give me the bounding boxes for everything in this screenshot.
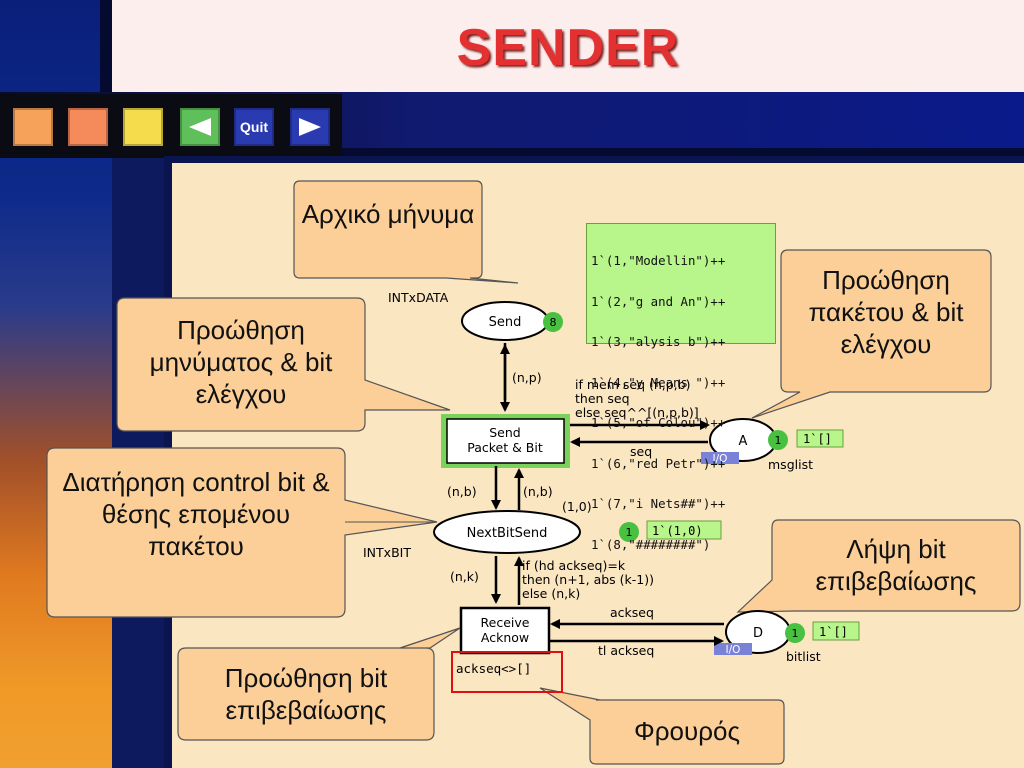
arc-label-n-p: (n,p)	[512, 370, 542, 385]
callout-guard	[539, 687, 785, 765]
place-send-type: INTxDATA	[388, 290, 449, 305]
nav-underline	[342, 148, 1024, 156]
quit-button[interactable]: Quit	[234, 108, 274, 146]
place-d-marking: 1`[]	[819, 625, 848, 639]
pointer-forward-ack-bit	[399, 627, 461, 649]
callout-keep-control-bit-text: Διατήρηση control bit & θέσης επομένου π…	[62, 467, 330, 561]
marking-line: 1`(8,"########")	[591, 536, 711, 552]
marking-line: 1`(3,"alysis b")++	[591, 334, 726, 349]
callout-forward-packet-text: Προώθηση πακέτου & bit ελέγχου	[808, 265, 964, 359]
arc-label-seq: seq	[630, 444, 652, 459]
marking-line: 1`(1,"Modellin")++	[591, 253, 726, 268]
place-nextbitsend-marking-box	[646, 520, 722, 540]
transition-send-packet-line2: Packet & Bit	[467, 440, 543, 455]
marking-line: 1`(2,"g and An")++	[591, 293, 726, 309]
callout-forward-ack-bit-text: Προώθηση bit επιβεβαίωσης	[224, 663, 388, 725]
arc-label-rn-1: if (hd ackseq)=k	[522, 558, 626, 573]
place-send-token-count: 8	[550, 316, 557, 329]
transition-receive-ack[interactable]	[459, 606, 551, 655]
nav-toolbar	[0, 94, 342, 158]
place-send-token	[543, 312, 563, 332]
quit-label: Quit	[240, 119, 268, 135]
marking-line: 1`(4,"y Means ")++	[591, 374, 726, 390]
arc-label-ta-1: if mem seq (n,p,b)	[575, 377, 690, 392]
place-a-marking: 1`[]	[803, 432, 832, 446]
arc-label-tl-ackseq: tl ackseq	[598, 643, 654, 658]
nav-button-2[interactable]	[68, 108, 108, 146]
place-d-marking-box	[812, 621, 860, 641]
marking-line: 1`(7,"i Nets##")++	[591, 496, 726, 511]
arc-label-ta-3: else seq^^[(n,p,b)]	[575, 405, 699, 420]
title-divider	[100, 0, 112, 95]
callout-receive-ack-bit-text: Λήψη bit επιβεβαίωσης	[815, 534, 977, 596]
place-a-io: I/O	[713, 453, 728, 465]
place-nextbitsend-name: NextBitSend	[467, 526, 548, 541]
arc-label-ta-2: then seq	[575, 391, 630, 406]
arc-label-n-b-right: (n,b)	[523, 484, 553, 499]
guard-expression: ackseq<>[]	[456, 661, 531, 676]
callout-forward-message-text: Προώθηση μηνύματος & bit ελέγχου	[149, 315, 333, 409]
page-title: SENDER	[456, 19, 680, 77]
callout-initial-message-text: Αρχικό μήνυμα	[301, 199, 475, 229]
place-nextbitsend-type: INTxBIT	[363, 545, 411, 560]
arc-label-n-k: (n,k)	[450, 569, 479, 584]
nav-button-3[interactable]	[123, 108, 163, 146]
title-bar: SENDER	[112, 0, 1024, 92]
place-send-name: Send	[489, 315, 522, 330]
transition-send-packet[interactable]	[446, 418, 565, 464]
place-d-token	[785, 623, 805, 643]
place-a-token-count: 1	[775, 434, 782, 447]
arc-label-rn-3: else (n,k)	[522, 586, 580, 601]
callout-guard-text: Φρουρός	[634, 716, 740, 746]
guard-highlight-box	[451, 651, 563, 693]
arrow-right-icon	[299, 118, 321, 136]
marking-line: 1`(5,"of Colou")++	[591, 415, 726, 430]
next-button[interactable]	[290, 108, 330, 146]
callout-initial-message	[293, 180, 519, 284]
callout-keep-control-bit	[46, 447, 438, 618]
callout-forward-message	[116, 297, 451, 432]
arc-label-initial: (1,0)	[562, 499, 592, 514]
transition-receive-ack-line1: Receive	[481, 615, 530, 630]
place-a-name: A	[739, 434, 748, 449]
transition-send-packet-line1: Send	[489, 425, 520, 440]
place-nextbitsend-marking: 1`(1,0)	[652, 524, 703, 538]
prev-button[interactable]	[180, 108, 220, 146]
place-d-token-count: 1	[792, 627, 799, 640]
place-a-io-tag	[701, 452, 739, 464]
arrow-left-icon	[189, 118, 211, 136]
place-nextbitsend-token-count: 1	[626, 526, 633, 539]
arc-label-n-b-left: (n,b)	[447, 484, 477, 499]
place-d-io: I/O	[726, 644, 741, 656]
arc-label-ackseq: ackseq	[610, 605, 654, 620]
marking-line: 1`(6,"red Petr")++	[591, 455, 726, 471]
callout-forward-packet	[751, 249, 992, 419]
place-a-marking-box	[796, 429, 844, 448]
place-d-type: bitlist	[786, 649, 821, 664]
initial-marking-box: 1`(1,"Modellin")++ 1`(2,"g and An")++ 1`…	[586, 223, 776, 551]
transition-receive-ack-line2: Acknow	[481, 630, 529, 645]
nav-button-1[interactable]	[13, 108, 53, 146]
place-d-io-tag	[714, 643, 752, 655]
place-d-name: D	[753, 626, 763, 641]
place-a-token	[768, 430, 788, 450]
place-nextbitsend-token	[619, 522, 639, 542]
callout-receive-ack-bit	[736, 519, 1021, 613]
place-nextbitsend[interactable]	[433, 510, 581, 554]
place-a-type: msglist	[768, 457, 813, 472]
arc-label-rn-2: then (n+1, abs (k-1))	[522, 572, 654, 587]
